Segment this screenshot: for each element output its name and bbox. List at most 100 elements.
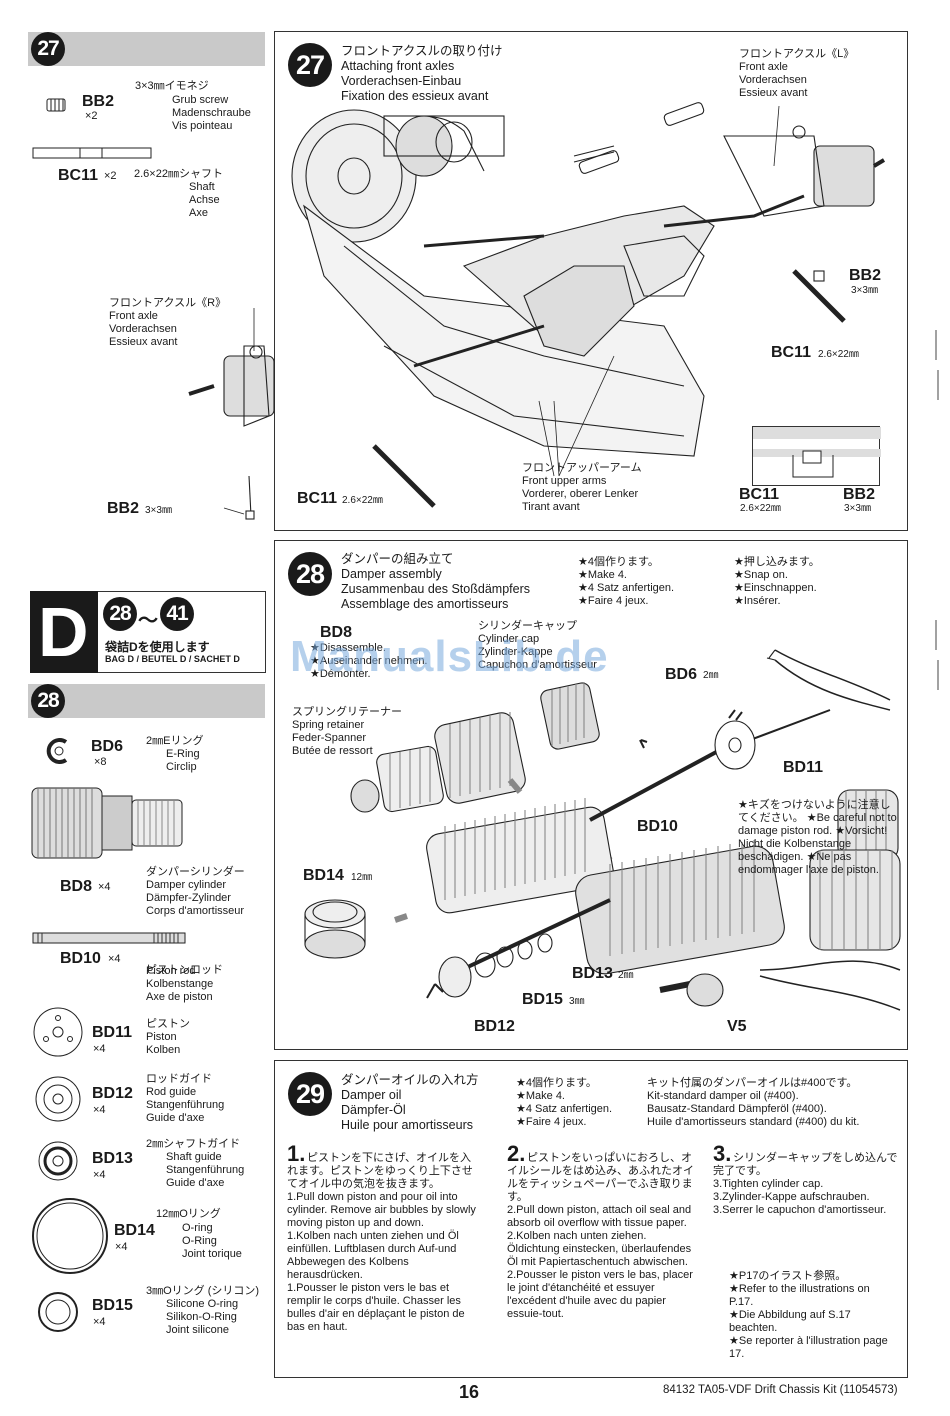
bd15-code: BD15 (92, 1297, 133, 1314)
step27-bc11-bottom-size: 2.6×22㎜ (342, 495, 383, 506)
bag-letter: D (38, 593, 89, 671)
bd12-names: Rod guide Stangenführung Guide d'axe (146, 1086, 225, 1124)
bd6-code: BD6 (91, 738, 124, 755)
step29-s1-number: 1. (287, 1141, 306, 1166)
bd13-names: Shaft guide Stangenführung Guide d'axe (166, 1151, 245, 1189)
step27-bc11-bottom: BC11 (297, 490, 338, 507)
bb2-names: Grub screw Madenschraube Vis pointeau (172, 94, 251, 132)
step27-bb2-bottom-size: 3×3㎜ (145, 505, 172, 516)
bd11-code: BD11 (92, 1024, 133, 1041)
bag-letter-box (30, 591, 98, 673)
step28-snap: ★押し込みます。 ★Snap on. ★Einschnappen. ★Insér… (734, 556, 820, 607)
bd8-qty: ×4 (98, 881, 111, 893)
bd14-spec: 12㎜Oリング (156, 1208, 221, 1220)
bb2-spec: 3×3㎜イモネジ (135, 80, 209, 92)
step29-panel (274, 1060, 908, 1378)
step28-bd15: BD15 (522, 991, 563, 1008)
step28-make4: ★4個作ります。 ★Make 4. ★4 Satz anfertigen. ★F… (578, 556, 675, 607)
axle-r-label: フロントアクスル《R》 Front axle Vorderachsen Essi… (109, 297, 227, 348)
bd13-code: BD13 (92, 1150, 133, 1167)
bd6-qty: ×8 (94, 756, 107, 768)
step29-step3: シリンダーキャップをしめ込んで完了です。 3.Tighten cylinder … (713, 1152, 898, 1216)
careful-note: ★キズをつけないように注意してください。 ★Be careful not to … (738, 799, 897, 876)
bd14-qty: ×4 (115, 1241, 128, 1253)
detail-bc11-size: 2.6×22㎜ (740, 503, 781, 514)
bd15-silicone-oring-icon (36, 1290, 80, 1339)
bc11-bb2-detail-box (752, 426, 881, 486)
step27-title: フロントアクスルの取り付け Attaching front axles Vord… (341, 44, 503, 103)
step28-parts-header (28, 684, 265, 718)
bd10-spec: ピストンロッド (146, 964, 223, 976)
bb2-qty: ×2 (85, 110, 98, 122)
step27-bc11-right-size: 2.6×22㎜ (818, 349, 859, 360)
step28-bd10: BD10 (637, 818, 678, 835)
step28-bd14: BD14 (303, 867, 344, 884)
axle-l-label: フロントアクスル《L》 Front axle Vorderachsen Essi… (739, 48, 855, 99)
bd11-piston-icon (32, 1006, 84, 1063)
margin-marks (932, 330, 944, 735)
bd14-names: O-ring O-Ring Joint torique (182, 1222, 242, 1260)
bag-jp: 袋詰Dを使用します (105, 640, 210, 654)
step27-bb2-bottom: BB2 (107, 500, 140, 517)
detail-bc11: BC11 (739, 486, 780, 503)
bd10-code: BD10 (60, 950, 101, 967)
upper-arms-label: フロントアッパーアーム Front upper arms Vorderer, o… (522, 462, 642, 513)
step28-number: 28 (288, 552, 332, 596)
step28-bd15-size: 3㎜ (569, 996, 585, 1007)
step27-parts-header (28, 32, 265, 66)
damper-assembly-drawing (290, 649, 901, 1045)
step29-step2: ピストンをいっぱいにおろし、オイルシールをはめ込み、あふれたオイルをティッシュペ… (507, 1152, 694, 1320)
step29-title: ダンパーオイルの入れ方 Damper oil Dämpfer-Öl Huile … (341, 1073, 479, 1132)
detail-bb2-size: 3×3㎜ (844, 503, 871, 514)
bc11-names: Shaft Achse Axe (189, 181, 220, 219)
bc11-code: BC11 (58, 167, 99, 184)
step28-parts-number: 28 (31, 684, 65, 718)
bb2-code: BB2 (82, 93, 115, 110)
chassis-drawing (188, 96, 886, 531)
step27-bb2-right-size: 3×3㎜ (851, 285, 878, 296)
detail-bb2: BB2 (843, 486, 876, 503)
bd13-qty: ×4 (93, 1169, 106, 1181)
bd12-qty: ×4 (93, 1104, 106, 1116)
step29-make4: ★4個作ります。 ★Make 4. ★4 Satz anfertigen. ★F… (516, 1077, 613, 1128)
bd15-spec: 3㎜Oリング (シリコン) (146, 1285, 260, 1297)
bd8-cylinder-icon (30, 782, 186, 869)
kit-footer: 84132 TA05-VDF Drift Chassis Kit (110545… (663, 1384, 898, 1396)
bd11-spec: ピストン (146, 1018, 190, 1030)
bag-step-from: 28 (103, 597, 137, 631)
step28-disassemble: ★Disassemble. ★Auseinander nehmen. ★Démo… (310, 642, 428, 680)
step27-bb2-right: BB2 (849, 267, 882, 284)
bd10-spec-names: ピストンロッド (146, 951, 223, 977)
bd12-spec: ロッドガイド (146, 1073, 212, 1085)
step28-bd11: BD11 (783, 759, 824, 776)
step28-v5: V5 (727, 1018, 747, 1035)
step28-bd6-size: 2㎜ (703, 670, 719, 681)
bd6-spec: 2㎜Eリング (146, 735, 204, 747)
bd12-rod-guide-icon (34, 1075, 82, 1128)
step27-bc11-right: BC11 (771, 344, 812, 361)
bc11-qty: ×2 (104, 170, 117, 182)
bd8-code: BD8 (60, 878, 93, 895)
step28-title: ダンパーの組み立て Damper assembly Zusammenbau de… (341, 552, 530, 611)
bd14-code: BD14 (114, 1222, 155, 1239)
bd11-qty: ×4 (93, 1043, 106, 1055)
bd6-eclip-icon (44, 736, 74, 771)
step29-number: 29 (288, 1072, 332, 1116)
bd6-names: E-Ring Circlip (166, 748, 200, 773)
step28-bd14-size: 12㎜ (351, 872, 373, 883)
step27-parts-number: 27 (31, 32, 65, 66)
bd11-names: Piston Kolben (146, 1031, 181, 1056)
bd13-spec: 2㎜シャフトガイド (146, 1138, 241, 1150)
bc11-spec: 2.6×22㎜シャフト (134, 168, 223, 180)
bd15-names: Silicone O-ring Silikon-O-Ring Joint sil… (166, 1298, 239, 1336)
spring-retainer-label: スプリングリテーナー Spring retainer Feder-Spanner… (292, 706, 402, 757)
bd15-qty: ×4 (93, 1316, 106, 1328)
step29-step1: ピストンを下にさげ、オイルを入れます。ピストンをゆっくり上下させてオイル中の気泡… (287, 1152, 476, 1333)
step28-bd13-size: 2㎜ (618, 970, 634, 981)
bag-tilde: ～ (138, 610, 158, 632)
bd13-shaft-guide-icon (36, 1139, 80, 1188)
step29-s3-number: 3. (713, 1141, 732, 1166)
step27-number: 27 (288, 43, 332, 87)
bd10-names: Piston rod Kolbenstange Axe de piston (146, 965, 214, 1003)
bd14-oring-icon (30, 1196, 110, 1281)
